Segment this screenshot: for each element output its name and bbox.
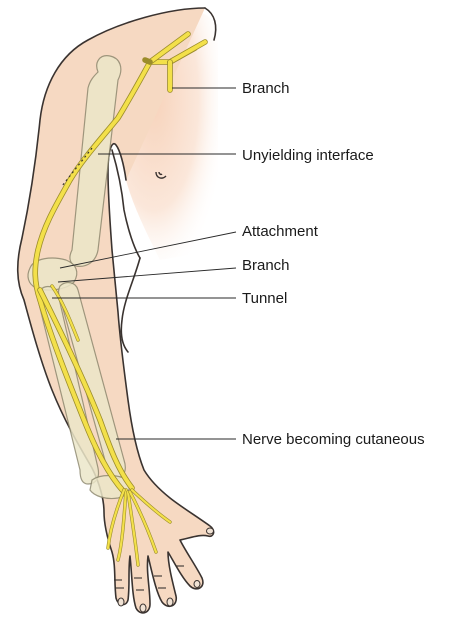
label-tunnel: Tunnel — [242, 290, 287, 307]
label-attachment: Attachment — [242, 223, 319, 240]
label-branch-elbow: Branch — [242, 257, 290, 274]
label-nerve-cutaneous: Nerve becoming cutaneous — [242, 431, 425, 448]
label-unyielding-interface: Unyielding interface — [242, 147, 374, 164]
torso-side-line — [121, 258, 140, 352]
label-branch-top: Branch — [242, 80, 290, 97]
